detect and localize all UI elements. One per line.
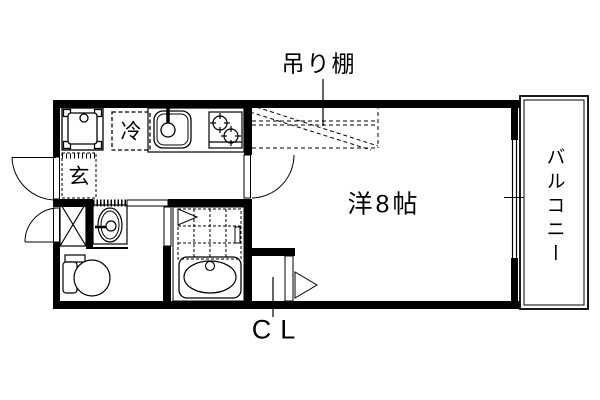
main-room-label: 洋8帖	[347, 190, 421, 219]
top-wall	[53, 100, 520, 108]
kitchen-counter	[147, 107, 245, 153]
kitchen-sink	[153, 108, 192, 149]
entrance-label: 玄	[68, 165, 90, 189]
burner-icon	[210, 113, 230, 133]
closet	[251, 255, 318, 302]
balcony-outline	[519, 95, 589, 310]
washroom-opening	[126, 199, 169, 207]
wall-openings	[53, 156, 169, 243]
hanging-shelf-label: 吊り棚	[281, 50, 357, 77]
closet-top-wall	[244, 248, 295, 256]
drain-icon	[204, 260, 216, 272]
entrance-step	[61, 152, 97, 199]
washroom-wall-east	[168, 199, 252, 207]
refrigerator-box	[111, 111, 151, 151]
storage-divider-wall	[86, 199, 93, 248]
bathroom-inner-outline	[172, 206, 245, 302]
right-wall-upper	[511, 100, 518, 140]
bath-divider-wall	[163, 246, 171, 301]
faucet-knob-icon	[160, 122, 176, 138]
entrance-doors	[11, 157, 57, 243]
bath-handle	[234, 226, 241, 244]
entrance-opening-upper	[53, 156, 60, 200]
toilet	[62, 254, 111, 297]
closet-label: CL	[251, 314, 305, 345]
left-wall-upper	[53, 100, 60, 157]
gas-stove	[208, 111, 243, 149]
toilet-tank	[64, 254, 86, 263]
bottom-wall	[53, 301, 520, 309]
door-swing-triangle-icon	[294, 271, 318, 299]
right-wall-lower	[511, 258, 518, 309]
window	[504, 140, 524, 258]
entrance-door-swing-arc	[24, 207, 57, 243]
refrigerator-label: 冷	[120, 120, 142, 144]
faucet-knob-icon	[105, 220, 117, 232]
entrance-opening-lower	[53, 207, 60, 243]
kitchen-divider-wall	[244, 108, 252, 155]
balcony-label: バルコニー	[543, 147, 565, 267]
entrance-door-swing-arc	[11, 157, 57, 201]
storage-box	[59, 202, 87, 247]
burner-icon	[221, 126, 241, 146]
washbasin	[86, 204, 128, 249]
drain-icon	[79, 113, 89, 123]
bath-tile-floor	[177, 208, 242, 260]
bathtub	[178, 256, 242, 299]
toilet-bowl	[73, 259, 111, 297]
door-swing-arc	[251, 154, 295, 199]
left-wall-lower	[53, 242, 60, 309]
closet-door	[284, 255, 294, 302]
washing-machine-pan	[61, 107, 104, 151]
room-door	[243, 154, 295, 199]
hanging-shelf	[249, 104, 379, 151]
